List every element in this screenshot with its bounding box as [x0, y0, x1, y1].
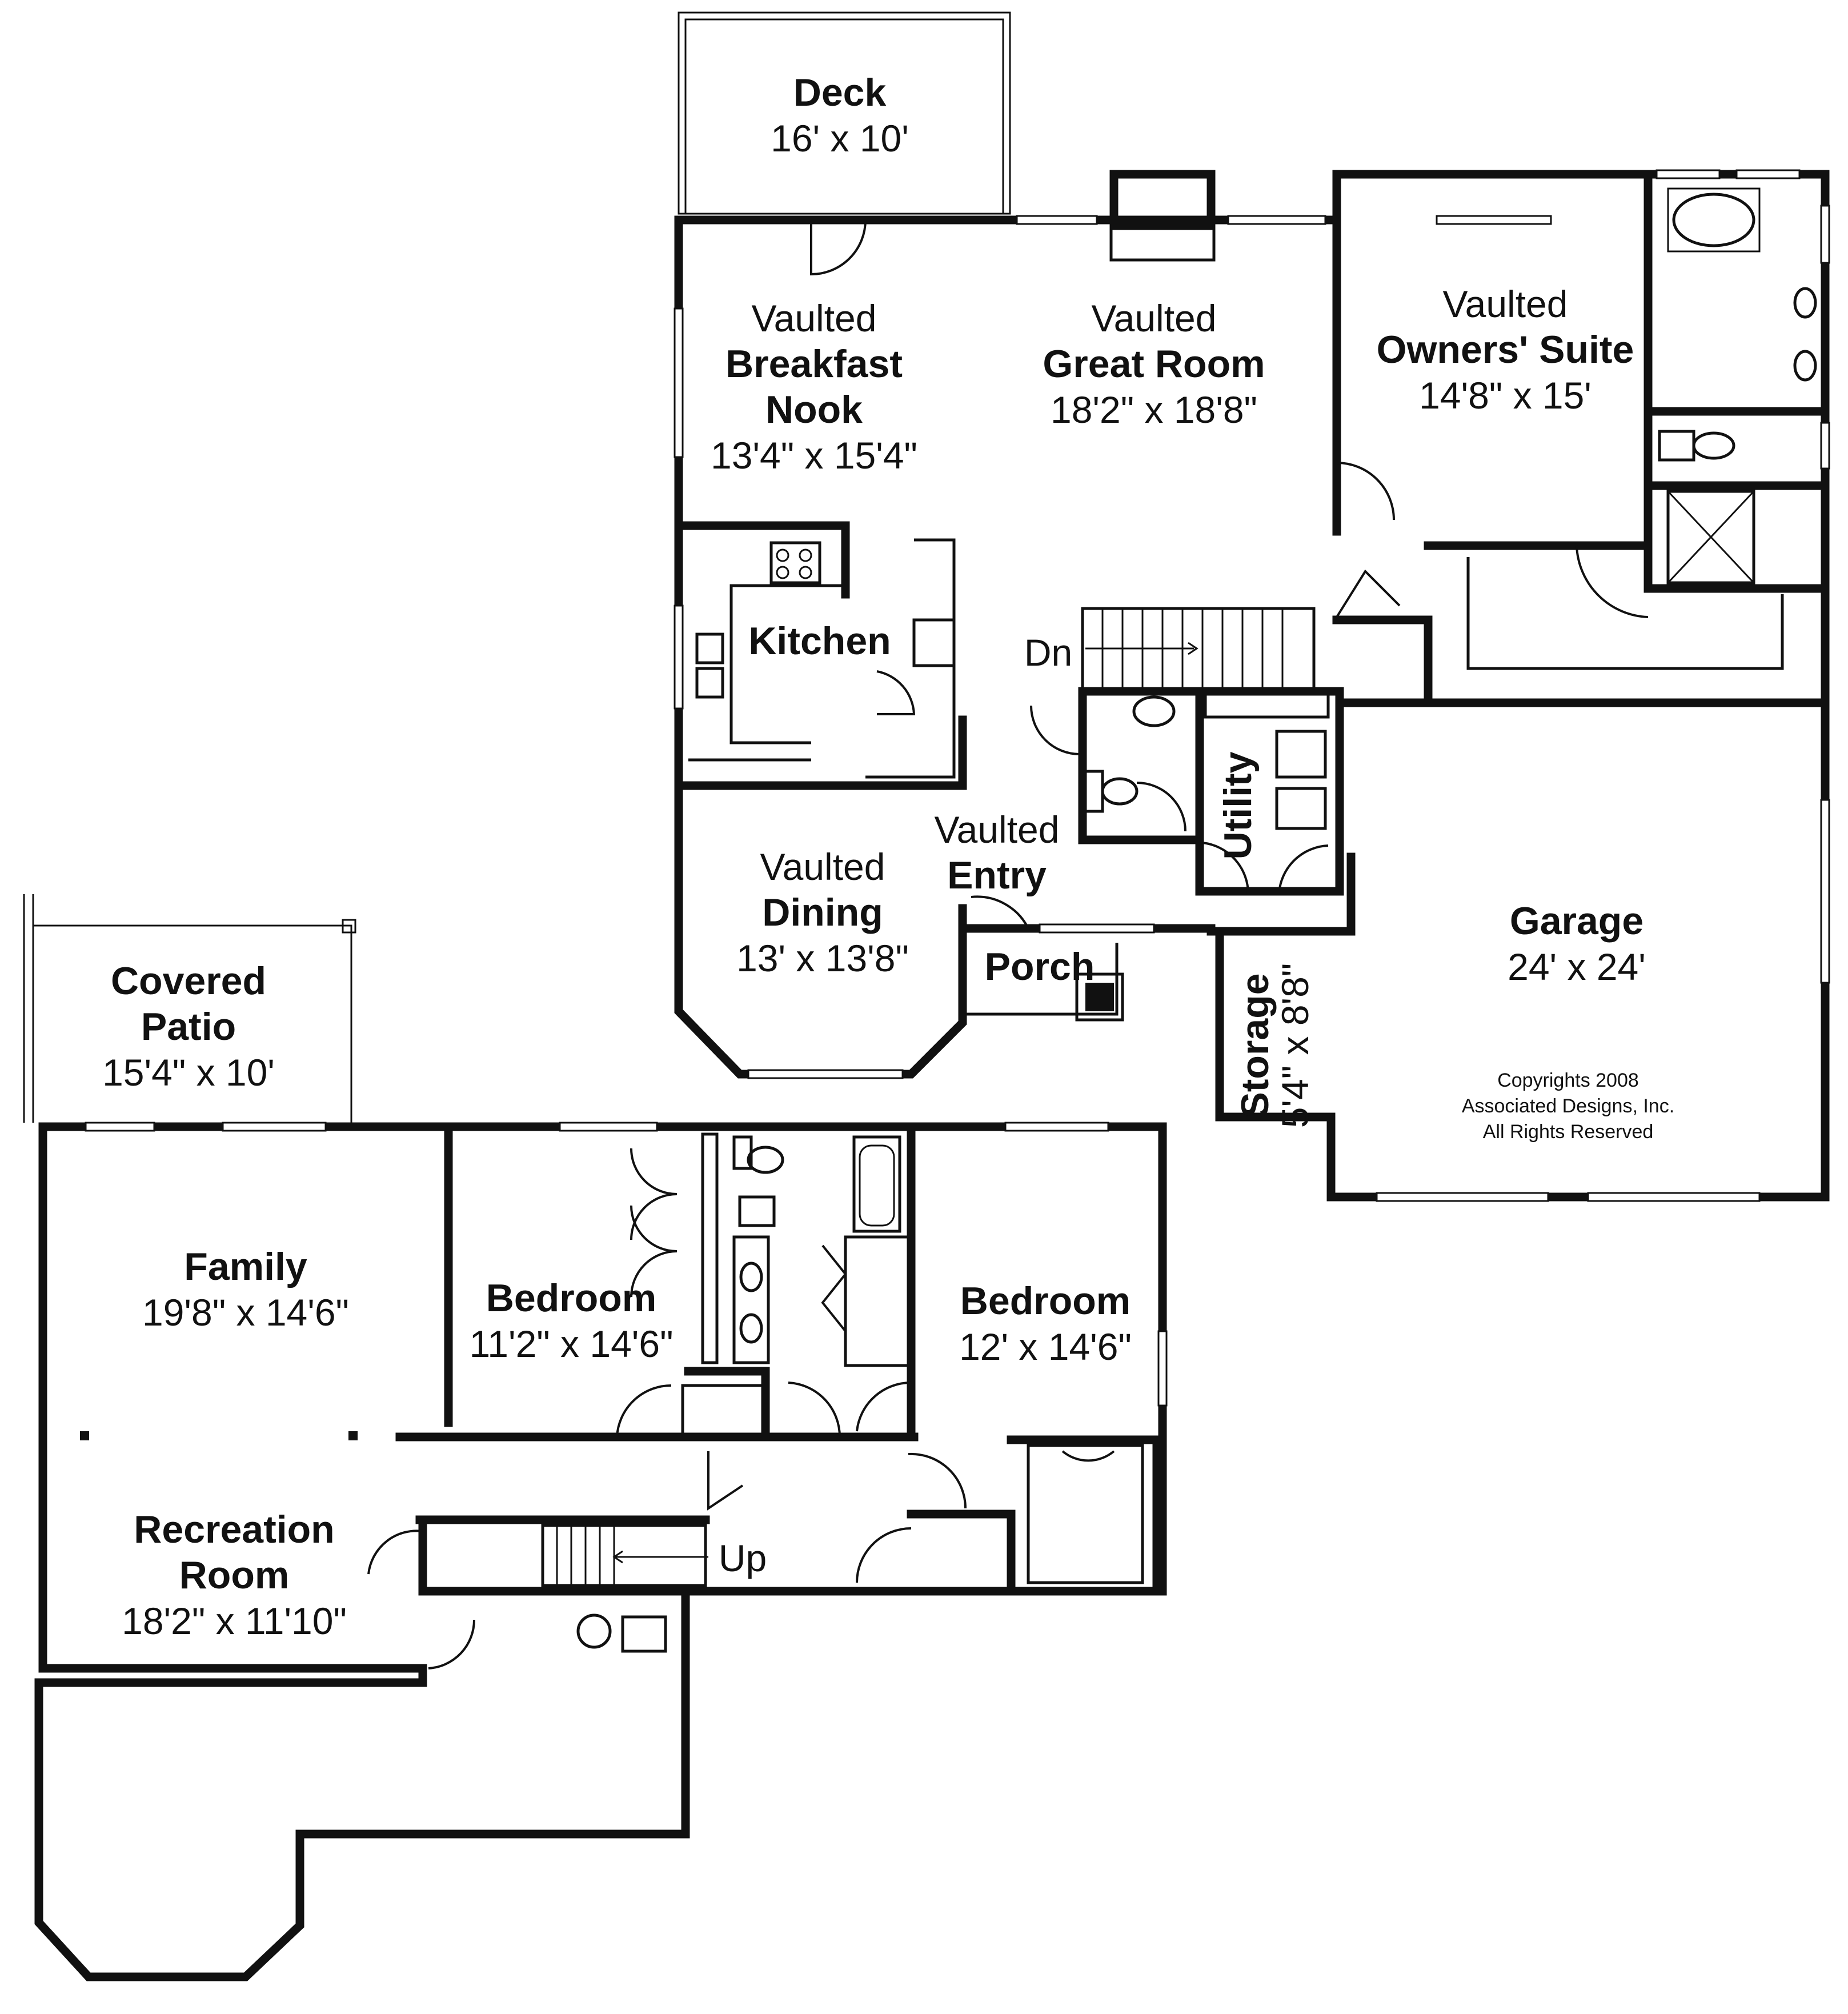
family-name: Family [184, 1245, 307, 1288]
lower-floor-windows [85, 1122, 1168, 1407]
owners-size: 14'8" x 15' [1419, 374, 1592, 417]
owners-bath-fixtures [1466, 187, 1817, 670]
patio-size: 15'4" x 10' [102, 1051, 275, 1094]
kitchen-name: Kitchen [748, 619, 891, 663]
dining-name: Dining [762, 891, 883, 934]
great-room-size: 18'2" x 18'8" [1051, 389, 1257, 431]
bedroom-2-size: 12' x 14'6" [959, 1326, 1132, 1368]
entry-prefix: Vaulted [935, 808, 1060, 851]
lower-bath-fixtures [576, 1132, 1144, 1653]
owners-prefix: Vaulted [1443, 283, 1568, 325]
room-divider-posts [80, 1431, 358, 1440]
porch-outline [961, 928, 1124, 1022]
copyright-line-1: Copyrights 2008 [1497, 1070, 1639, 1091]
storage-name: Storage [1233, 973, 1277, 1118]
copyright-line-2: Associated Designs, Inc. [1462, 1095, 1674, 1117]
patio-name-1: Covered [111, 959, 266, 1003]
garage-name: Garage [1510, 899, 1643, 943]
main-floor-windows [674, 169, 1830, 1202]
kitchen-counters [688, 521, 956, 779]
powder-bath-fixtures [1084, 690, 1330, 830]
fireplace [1109, 170, 1216, 262]
great-room-prefix: Vaulted [1092, 297, 1217, 339]
recreation-name-2: Room [179, 1553, 290, 1597]
bedroom-1-size: 11'2" x 14'6" [469, 1323, 673, 1365]
porch-name: Porch [985, 945, 1095, 988]
bedroom-2-name: Bedroom [960, 1279, 1131, 1323]
deck-outline [678, 11, 1011, 215]
stairs-down [1081, 607, 1316, 690]
stairs-up [541, 1524, 708, 1587]
dining-size: 13' x 13'8" [736, 937, 909, 979]
garage-size: 24' x 24' [1508, 946, 1646, 988]
deck-size: 16' x 10' [771, 117, 909, 159]
nook-prefix: Vaulted [752, 297, 877, 339]
dining-prefix: Vaulted [760, 846, 885, 888]
covered-patio-outline [23, 894, 356, 1123]
patio-name-2: Patio [141, 1005, 236, 1048]
storage-size: 5'4" x 8'8" [1274, 963, 1316, 1128]
recreation-size: 18'2" x 11'10" [122, 1600, 347, 1642]
bedroom-1-name: Bedroom [486, 1276, 656, 1320]
deck-name: Deck [793, 71, 887, 114]
stairs-down-label: Dn [1024, 631, 1072, 674]
entry-name: Entry [947, 854, 1047, 897]
family-size: 19'8" x 14'6" [142, 1291, 349, 1334]
recreation-name-1: Recreation [134, 1508, 334, 1551]
copyright-line-3: All Rights Reserved [1483, 1121, 1654, 1143]
stairs-up-label: Up [719, 1537, 767, 1579]
owners-name: Owners' Suite [1377, 328, 1634, 371]
nook-size: 13'4" x 15'4" [711, 434, 917, 477]
nook-name-1: Breakfast [725, 342, 903, 386]
nook-name-2: Nook [765, 388, 863, 431]
lower-floor-walls [34, 1122, 1167, 1981]
great-room-name: Great Room [1043, 342, 1265, 386]
lower-floor-doors [367, 1148, 967, 1669]
main-floor-doors [810, 219, 1401, 929]
utility-name: Utility [1216, 751, 1260, 859]
